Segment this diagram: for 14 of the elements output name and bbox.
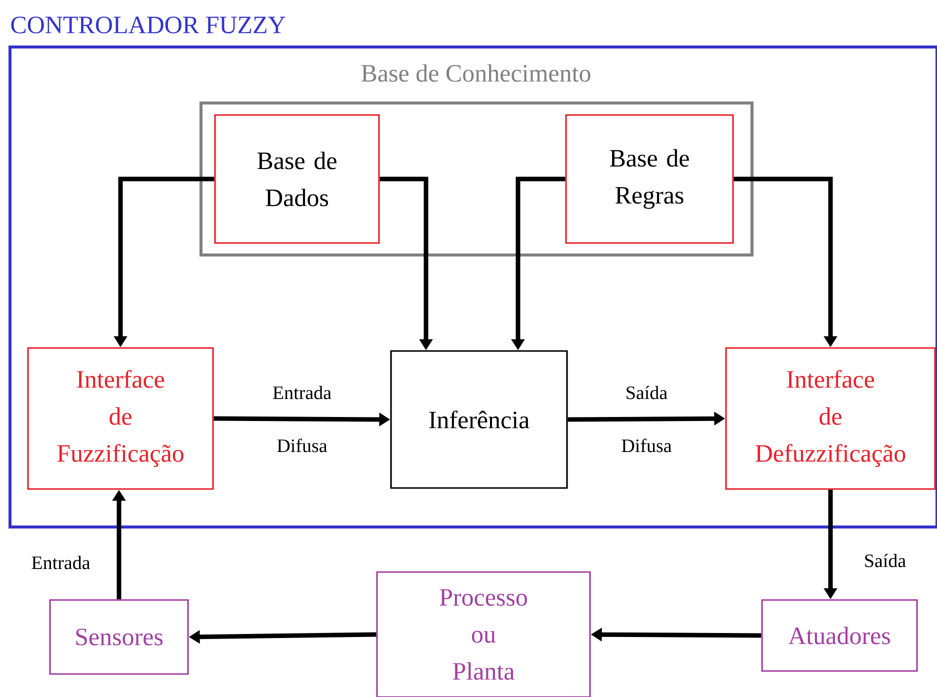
process-box: Sensores xyxy=(49,599,189,675)
process-box: Interface de Fuzzificação xyxy=(27,347,214,490)
edge-label: Saída xyxy=(865,554,906,568)
edge-label: Entrada xyxy=(32,556,90,570)
edge-label: Saída Difusa xyxy=(622,386,672,452)
group-heading: Base de Conhecimento xyxy=(361,64,590,82)
group-heading: CONTROLADOR FUZZY xyxy=(11,16,286,34)
edge-label: Entrada Difusa xyxy=(273,386,332,452)
process-box: Atuadores xyxy=(761,599,918,672)
process-box: Base de Regras xyxy=(565,114,734,244)
process-box: Base de Dados xyxy=(214,114,380,244)
process-box: Processo ou Planta xyxy=(376,571,591,697)
process-box: Inferência xyxy=(390,350,568,489)
process-box: Interface de Defuzzificação xyxy=(725,347,936,490)
